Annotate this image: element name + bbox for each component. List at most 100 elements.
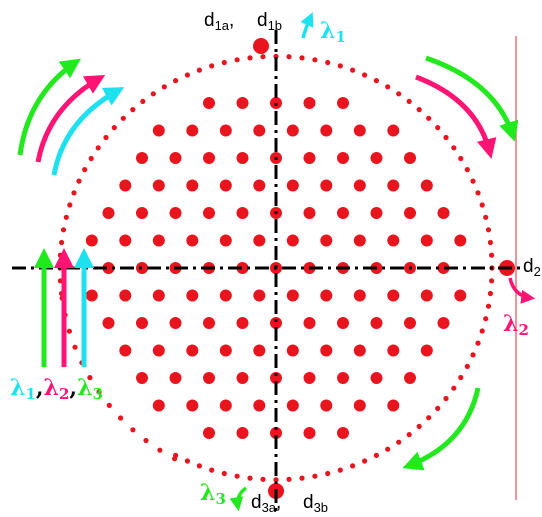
crystal-rod: [102, 317, 115, 329]
crystal-rod: [286, 179, 299, 192]
crystal-rod: [437, 317, 450, 329]
ring-rod: [479, 202, 485, 208]
ring-rod: [470, 178, 476, 184]
crystal-rod: [353, 399, 366, 412]
crystal-rod: [320, 344, 333, 357]
crystal-rod: [102, 262, 115, 274]
crystal-rod: [320, 399, 333, 412]
crystal-rod: [219, 234, 232, 247]
ring-rod: [247, 55, 253, 61]
crystal-rod: [186, 124, 199, 137]
crystal-rod: [370, 207, 383, 219]
ring-rod: [406, 98, 412, 104]
crystal-rod: [102, 207, 115, 219]
crystal-rod: [219, 399, 232, 412]
ring-rod: [479, 328, 485, 334]
ring-rod: [247, 475, 253, 481]
crystal-rod: [136, 207, 148, 219]
photonic-crystal-rods: [85, 97, 467, 439]
ring-rod: [299, 475, 305, 481]
crystal-rod: [404, 207, 416, 219]
crystal-rod: [320, 124, 333, 137]
ring-rod: [464, 363, 470, 369]
crystal-rod: [387, 399, 400, 412]
rotation-arrow-top-left-magenta: [35, 74, 106, 163]
crystal-rod: [286, 344, 299, 357]
ring-rod: [443, 134, 449, 141]
crystal-rod: [219, 289, 232, 302]
ring-rod: [373, 78, 379, 84]
ring-rod: [373, 452, 379, 458]
crystal-rod: [286, 234, 299, 247]
label-d3a: d3a,: [251, 492, 281, 515]
crystal-rod: [353, 234, 366, 247]
ring-rod: [350, 67, 356, 73]
crystal-rod: [337, 207, 349, 219]
ring-rod: [464, 167, 470, 173]
crystal-rod: [404, 317, 416, 329]
crystal-rod: [203, 317, 215, 329]
ring-rod: [196, 463, 202, 469]
rotation-arrow-top-left-cyan: [51, 87, 125, 176]
crystal-rod: [169, 372, 182, 384]
ring-rod: [487, 239, 493, 246]
ring-rod: [209, 467, 215, 473]
label-d2: d2: [523, 256, 541, 279]
ring-rod: [172, 456, 178, 462]
crystal-rod: [337, 317, 349, 329]
crystal-rod: [420, 289, 433, 302]
crystal-rod: [236, 97, 249, 109]
port-rod-d1: [253, 38, 269, 54]
ring-rod: [312, 57, 318, 63]
crystal-rod: [219, 124, 232, 137]
ring-rod: [443, 395, 449, 402]
crystal-rod: [353, 289, 366, 302]
ring-rod: [87, 375, 93, 381]
ring-rod: [173, 78, 179, 84]
ring-rod: [350, 463, 356, 469]
crystal-rod: [337, 97, 349, 109]
ring-rod: [130, 107, 136, 113]
ring-rod: [470, 352, 476, 358]
crystal-rod: [370, 152, 383, 164]
ring-rod: [286, 54, 292, 60]
crystal-rod: [320, 179, 333, 192]
crystal-rod: [303, 207, 316, 219]
ring-rod: [325, 470, 331, 477]
label-d1b: d1b: [257, 10, 282, 33]
crystal-rod: [303, 317, 316, 329]
crystal-rod: [219, 179, 232, 192]
crystal-rod: [152, 234, 165, 247]
ring-rod: [426, 415, 432, 421]
crystal-rod: [136, 317, 148, 329]
crystal-rod: [169, 152, 182, 164]
rotation-arrow-bottom-right-green: [402, 387, 481, 471]
ring-rod: [426, 115, 432, 121]
label-d3b: d3b: [303, 492, 328, 515]
output-arrow-lambda1: [300, 12, 314, 39]
crystal-rod: [85, 289, 98, 302]
crystal-rod: [236, 207, 249, 219]
crystal-rod: [437, 207, 450, 219]
ring-rod: [103, 134, 109, 141]
crystal-rod: [420, 234, 433, 247]
crystal-rod: [337, 427, 349, 439]
ring-rod: [161, 84, 167, 90]
crystal-rod: [387, 344, 400, 357]
crystal-rod: [236, 262, 249, 274]
label-input-wavelengths: λ1,λ2,λ3: [10, 375, 103, 403]
ring-rod: [458, 155, 464, 162]
crystal-rod: [253, 179, 266, 192]
ring-rod: [221, 470, 227, 477]
crystal-rod: [203, 207, 215, 219]
crystal-rod: [353, 179, 366, 192]
label-lambda3-output: λ3: [200, 480, 226, 508]
crystal-rod: [253, 289, 266, 302]
ring-rod: [130, 427, 136, 433]
crystal-rod: [437, 262, 450, 274]
ring-rod: [458, 374, 464, 381]
ring-rod: [234, 473, 240, 479]
ring-rod: [489, 278, 495, 284]
crystal-rod: [454, 289, 467, 302]
crystal-rod: [286, 124, 299, 137]
